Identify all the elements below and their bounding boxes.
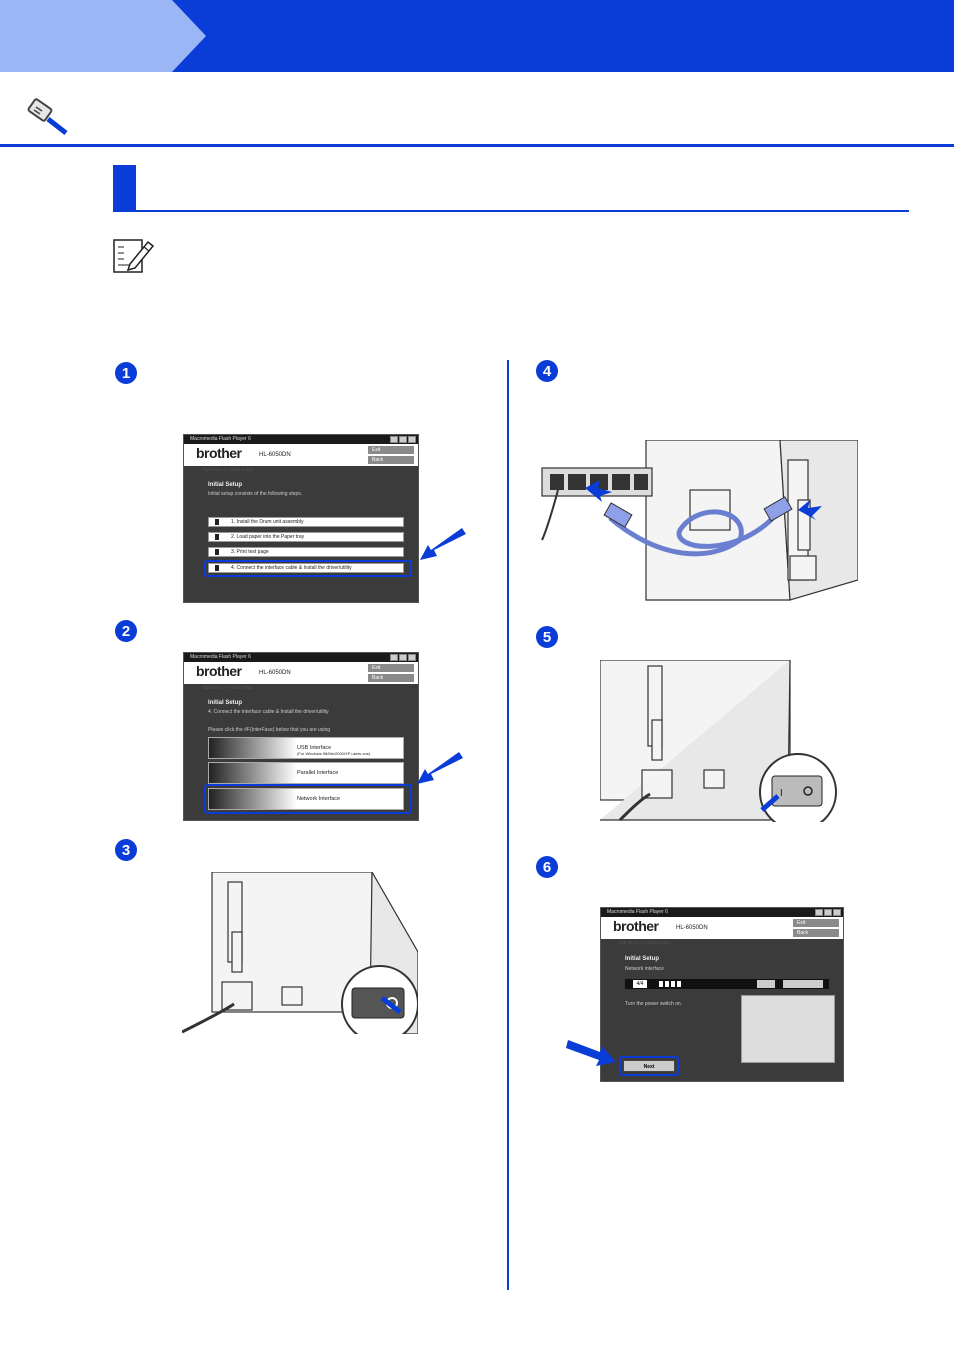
header-tab bbox=[0, 0, 206, 72]
setup-screenshot-6: Macromedia Flash Player 6 brother HL-605… bbox=[600, 907, 844, 1082]
maximize-icon[interactable] bbox=[399, 436, 407, 443]
step-number-3: 3 bbox=[115, 839, 137, 861]
network-cable-illustration bbox=[540, 440, 858, 602]
switch-on-label: I bbox=[780, 788, 783, 799]
back-button[interactable]: Back bbox=[368, 456, 414, 464]
step-icon bbox=[215, 549, 219, 555]
step-number-5: 5 bbox=[536, 626, 558, 648]
screen-heading: Initial Setup bbox=[208, 482, 243, 488]
minimize-icon[interactable] bbox=[390, 436, 398, 443]
brand-logo: brother bbox=[196, 445, 242, 461]
blue-arrow-icon bbox=[420, 528, 466, 560]
printer-power-switch-illustration bbox=[182, 872, 418, 1034]
minimize-icon[interactable] bbox=[390, 654, 398, 661]
setup-item-4[interactable]: 4. Connect the interface cable & Install… bbox=[208, 563, 404, 573]
window-controls bbox=[390, 436, 416, 443]
screen-heading: Initial Setup bbox=[208, 700, 243, 706]
step-icon bbox=[215, 565, 219, 571]
window-titlebar: Macromedia Flash Player 6 bbox=[184, 653, 418, 662]
window-titlebar: Macromedia Flash Player 6 bbox=[601, 908, 843, 917]
setup-item-1[interactable]: 1. Install the Drum unit assembly bbox=[208, 517, 404, 527]
note-pencil-icon bbox=[113, 239, 155, 273]
usb-label: USB Interface bbox=[297, 745, 332, 751]
setup-item-3[interactable]: 3. Print test page bbox=[208, 547, 404, 557]
screen-subheading: 4. Connect the interface cable & Install… bbox=[208, 709, 329, 715]
close-icon[interactable] bbox=[408, 654, 416, 661]
header-bar: brother HL-6050DN Exit Back bbox=[184, 662, 418, 684]
setup-screenshot-2: Macromedia Flash Player 6 brother HL-605… bbox=[183, 652, 419, 821]
back-button[interactable]: Back bbox=[793, 929, 839, 937]
step-number-2: 2 bbox=[115, 620, 137, 642]
network-label: Network Interface bbox=[297, 796, 341, 802]
playback-controls[interactable] bbox=[783, 980, 823, 988]
network-interface-button[interactable]: Network Interface bbox=[208, 788, 404, 810]
model-name: HL-6050DN bbox=[676, 925, 708, 931]
exit-button[interactable]: Exit bbox=[793, 919, 839, 927]
step-icon bbox=[215, 534, 219, 540]
column-divider bbox=[507, 360, 509, 1290]
printer-photo bbox=[741, 995, 835, 1063]
step-number-1: 1 bbox=[115, 362, 137, 384]
minimize-icon[interactable] bbox=[815, 909, 823, 916]
progress-segments bbox=[659, 981, 681, 987]
brand-logo: brother bbox=[613, 918, 659, 934]
setup-item-2[interactable]: 2. Load paper into the Paper tray bbox=[208, 532, 404, 542]
exit-button[interactable]: Exit bbox=[368, 446, 414, 454]
section-rule bbox=[136, 210, 909, 212]
brand-logo: brother bbox=[196, 663, 242, 679]
breadcrumb: Top Menu >> Initial Setup bbox=[202, 685, 254, 690]
pause-button[interactable] bbox=[757, 980, 775, 988]
back-button[interactable]: Back bbox=[368, 674, 414, 682]
step-icon bbox=[215, 519, 219, 525]
screen-intro: Initial setup consists of the following … bbox=[208, 491, 303, 497]
model-name: HL-6050DN bbox=[259, 670, 291, 676]
breadcrumb: Top Menu >> Initial Setup bbox=[619, 940, 671, 945]
step-number-4: 4 bbox=[536, 360, 558, 382]
section-marker bbox=[113, 165, 136, 212]
window-controls bbox=[815, 909, 841, 916]
screen-instruction: Please click the #F(InterFace) below tha… bbox=[208, 727, 331, 733]
usb-sublabel: (For Windows 98/Me/2000/XP users one) bbox=[297, 751, 371, 756]
screen-heading: Initial Setup bbox=[625, 956, 660, 962]
parallel-interface-button[interactable]: Parallel Interface bbox=[208, 762, 404, 784]
model-name: HL-6050DN bbox=[259, 452, 291, 458]
highlight-box bbox=[619, 1056, 679, 1076]
blue-arrow-icon bbox=[566, 1040, 616, 1066]
highlight-box bbox=[204, 784, 412, 814]
parallel-label: Parallel Interface bbox=[297, 770, 339, 776]
breadcrumb: Top Menu >> Initial Setup bbox=[202, 467, 254, 472]
progress-counter: 4/4 bbox=[633, 980, 647, 988]
exit-button[interactable]: Exit bbox=[368, 664, 414, 672]
screen-subheading: Network interface bbox=[625, 966, 664, 972]
window-controls bbox=[390, 654, 416, 661]
maximize-icon[interactable] bbox=[824, 909, 832, 916]
maximize-icon[interactable] bbox=[399, 654, 407, 661]
highlight-box bbox=[204, 560, 412, 577]
window-titlebar: Macromedia Flash Player 6 bbox=[184, 435, 418, 444]
step-number-6: 6 bbox=[536, 856, 558, 878]
setup-screenshot-1: Macromedia Flash Player 6 brother HL-605… bbox=[183, 434, 419, 603]
blue-arrow-icon bbox=[417, 752, 463, 784]
network-cable-icon bbox=[27, 98, 68, 135]
close-icon[interactable] bbox=[408, 436, 416, 443]
screen-message: Turn the power switch on. bbox=[625, 1001, 683, 1007]
close-icon[interactable] bbox=[833, 909, 841, 916]
header-bar: brother HL-6050DN Exit Back bbox=[601, 917, 843, 939]
progress-bar: 4/4 bbox=[625, 979, 829, 989]
printer-power-on-illustration: I bbox=[600, 660, 838, 822]
next-button[interactable]: Next bbox=[623, 1060, 675, 1072]
header-rule bbox=[0, 144, 954, 147]
header-bar: brother HL-6050DN Exit Back bbox=[184, 444, 418, 466]
usb-interface-button[interactable]: USB Interface (For Windows 98/Me/2000/XP… bbox=[208, 737, 404, 759]
